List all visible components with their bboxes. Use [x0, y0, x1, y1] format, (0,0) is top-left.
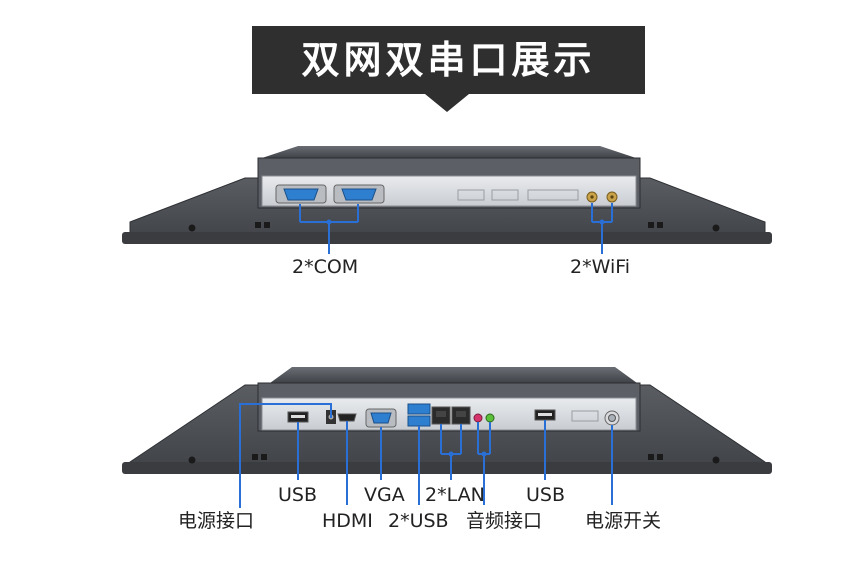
title-banner: [252, 26, 645, 94]
screw-hole: [188, 456, 196, 464]
page-title: 双网双串口展示: [301, 38, 596, 82]
label-power-switch: 电源开关: [585, 510, 662, 532]
power-switch: [604, 410, 620, 426]
vga-port: [365, 408, 397, 428]
label-2-usb: 2*USB: [388, 510, 449, 532]
label-hdmi: HDMI: [322, 510, 373, 532]
label-vga: VGA: [364, 484, 405, 506]
top-device-view: [122, 146, 772, 254]
screw-hole: [712, 456, 720, 464]
wifi-antenna-connector: [606, 191, 618, 203]
audio-jack: [473, 413, 483, 423]
wifi-antenna-connector: [586, 191, 598, 203]
hdmi-port: [337, 413, 357, 422]
label-2-com: 2*COM: [292, 256, 359, 278]
usb-port: [287, 411, 309, 423]
banner-pointer: [425, 94, 469, 112]
label-usb-left: USB: [278, 484, 318, 506]
label-usb-right: USB: [526, 484, 566, 506]
com-port: [275, 184, 327, 204]
screw-hole: [188, 224, 196, 232]
label-2-wifi: 2*WiFi: [570, 256, 631, 278]
label-audio: 音频接口: [466, 510, 543, 532]
label-power-port: 电源接口: [178, 510, 255, 532]
bottom-device-view: [122, 367, 772, 508]
usb-port: [534, 409, 556, 421]
lan-port: [451, 406, 471, 425]
audio-jack: [485, 413, 495, 423]
label-2-lan: 2*LAN: [425, 484, 485, 506]
screw-hole: [712, 224, 720, 232]
lan-port: [431, 406, 451, 425]
com-port: [333, 184, 385, 204]
